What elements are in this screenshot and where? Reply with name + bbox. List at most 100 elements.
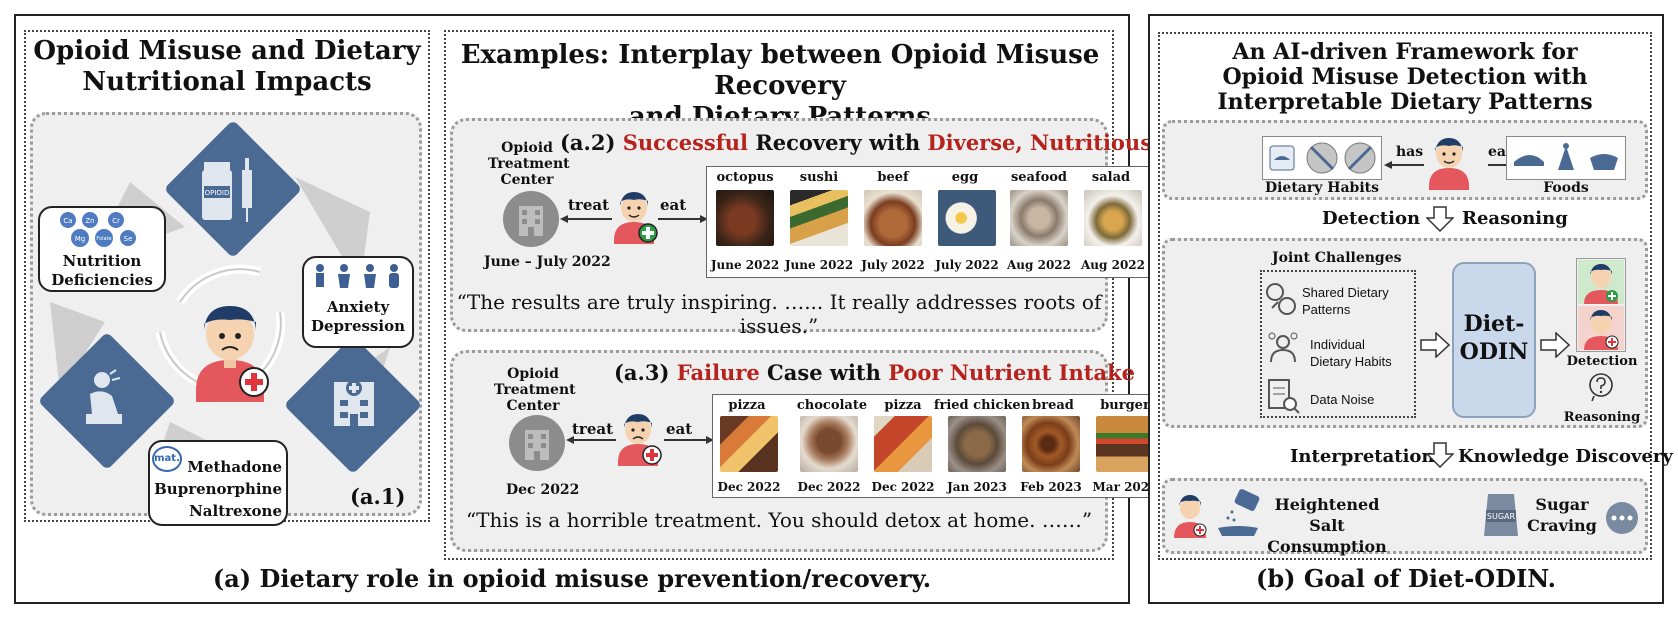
a3-treatment-center-icon (509, 415, 565, 471)
nutrition-deficiencies-label: Nutrition Deficiencies (51, 252, 153, 289)
a2-food-photo-seafood (1010, 190, 1068, 246)
output-reasoning-label: Reasoning (1563, 410, 1641, 425)
mat-logo: mat. (152, 446, 182, 472)
a3-food-photo-chocolate (800, 416, 858, 472)
a2-period: June – July 2022 (484, 254, 611, 270)
right-inner-box (1158, 32, 1652, 560)
a2-food-name-5: salad (1091, 170, 1131, 185)
detection-output-box (1576, 258, 1626, 352)
a3-food-date-5: Mar 2023 (1092, 480, 1158, 494)
a2-food-date-4: Aug 2022 (1006, 258, 1071, 272)
knowledge-discovery-label: Knowledge Discovery (1458, 446, 1673, 467)
individual-habits-icon (1268, 332, 1298, 363)
misuse-user-icon (1578, 306, 1624, 350)
diet-odin-label: Diet- ODIN (1459, 311, 1529, 365)
a3-food-name-3: fried chicken (933, 398, 1031, 413)
svg-text:Se: Se (124, 235, 133, 243)
sugar-craving-label: Sugar Craving (1527, 495, 1597, 535)
a3-food-date-0: Dec 2022 (717, 480, 781, 494)
a3-treat-label: treat (572, 420, 614, 438)
output-detection-label: Detection (1566, 354, 1638, 369)
hospital-icon (334, 380, 374, 426)
challenge-3-label: Data Noise (1310, 392, 1375, 407)
opioid-bottle-icon: OPIOID (202, 158, 252, 222)
examples-title: Examples: Interplay between Opioid Misus… (460, 40, 1100, 132)
right-title: An AI-driven Framework for Opioid Misuse… (1217, 39, 1593, 115)
anxiety-depression-label: Anxiety Depression (311, 298, 405, 335)
mental-health-icons (316, 264, 399, 288)
a2-food-date-3: July 2022 (935, 258, 999, 272)
has-label: has (1396, 144, 1424, 160)
diet-odin-model (1452, 262, 1536, 418)
joint-challenges-label: Joint Challenges (1272, 250, 1402, 266)
a2-patient-icon (614, 192, 658, 244)
a2-food-photo-egg (938, 190, 996, 246)
more-icon (1606, 502, 1638, 534)
examples-box (444, 30, 1114, 560)
foods-label: Foods (1543, 180, 1589, 196)
medication-list: Methadone Buprenorphine Naltrexone (154, 458, 282, 520)
salt-consumption-label: Heightened Salt Consumption (1267, 495, 1387, 556)
a3-food-name-0: pizza (728, 398, 766, 413)
svg-text:Zn: Zn (85, 217, 94, 225)
a2-treatment-center-icon (503, 191, 559, 247)
a2-food-date-1: June 2022 (784, 258, 854, 272)
distressed-patient-icon (196, 306, 269, 402)
right-arrow-icon-2 (1540, 332, 1570, 358)
a2-treat-label: treat (568, 196, 610, 214)
a2-food-name-1: sushi (799, 170, 839, 185)
challenges-box (1260, 270, 1416, 418)
a3-patient-icon (618, 414, 662, 466)
a2-food-strip (706, 166, 1152, 278)
distressed-person-icon (86, 369, 122, 424)
a3-food-date-4: Feb 2023 (1020, 480, 1082, 494)
down-arrow-icon (1426, 206, 1454, 232)
a2-eat-label: eat (660, 196, 687, 214)
detection-label: Detection (1322, 208, 1421, 229)
left-caption: (a) Dietary role in opioid misuse preven… (212, 564, 932, 593)
challenge-2-label: Individual Dietary Habits (1310, 337, 1392, 369)
svg-text:OPIOID: OPIOID (205, 189, 230, 197)
a3-food-date-3: Jan 2023 (947, 480, 1007, 494)
down-arrow-icon-2 (1426, 442, 1454, 468)
a3-food-strip (712, 394, 1160, 498)
dietary-habits-icons (1269, 142, 1376, 174)
a3-food-photo-burger (1096, 416, 1154, 472)
svg-text:Mg: Mg (75, 235, 85, 243)
a3-arrows (566, 436, 714, 444)
dietary-habits-label: Dietary Habits (1264, 180, 1380, 196)
a2-arrows (560, 215, 708, 223)
nutrition-deficiencies-box (38, 206, 166, 292)
challenge-1-label: Shared Dietary Patterns (1302, 285, 1389, 317)
a2-food-date-5: Aug 2022 (1080, 258, 1145, 272)
a2-food-name-2: beef (877, 170, 909, 185)
a3-heading: (a.3) Failure Case with Poor Nutrient In… (614, 360, 1135, 385)
a2-food-name-0: octopus (716, 170, 774, 185)
a1-title: Opioid Misuse and Dietary Nutritional Im… (33, 36, 421, 98)
reasoning-label: Reasoning (1462, 208, 1568, 229)
reasoning-question-icon (1589, 373, 1613, 402)
a3-food-name-1: chocolate (796, 398, 868, 413)
right-arrow-icon-1 (1420, 332, 1450, 358)
sugar-bag-icon: SUGAR (1484, 494, 1518, 536)
a3-food-photo-pizza-1 (720, 416, 778, 472)
misuse-person-icon (1174, 495, 1207, 538)
right-caption: (b) Goal of Diet-ODIN. (1255, 564, 1556, 593)
a2-food-photo-beef (864, 190, 922, 246)
svg-text:Ca: Ca (63, 217, 72, 225)
a3-food-photo-bread (1022, 416, 1080, 472)
salt-shaker-icon (1218, 489, 1260, 536)
a2-food-date-0: June 2022 (710, 258, 780, 272)
user-person-icon (1429, 138, 1469, 190)
a3-food-photo-fried-chicken (948, 416, 1006, 472)
data-noise-icon (1268, 379, 1300, 414)
a2-food-photo-octopus (716, 190, 774, 246)
a2-center-label: Opioid Treatment Center (488, 140, 570, 188)
interpretation-label: Interpretation (1290, 446, 1435, 467)
a3-period: Dec 2022 (506, 482, 580, 498)
a3-food-name-2: pizza (884, 398, 922, 413)
healthy-user-icon (1578, 260, 1624, 304)
a2-food-name-3: egg (951, 170, 979, 185)
a2-food-photo-salad (1084, 190, 1142, 246)
a3-eat-label: eat (666, 420, 693, 438)
